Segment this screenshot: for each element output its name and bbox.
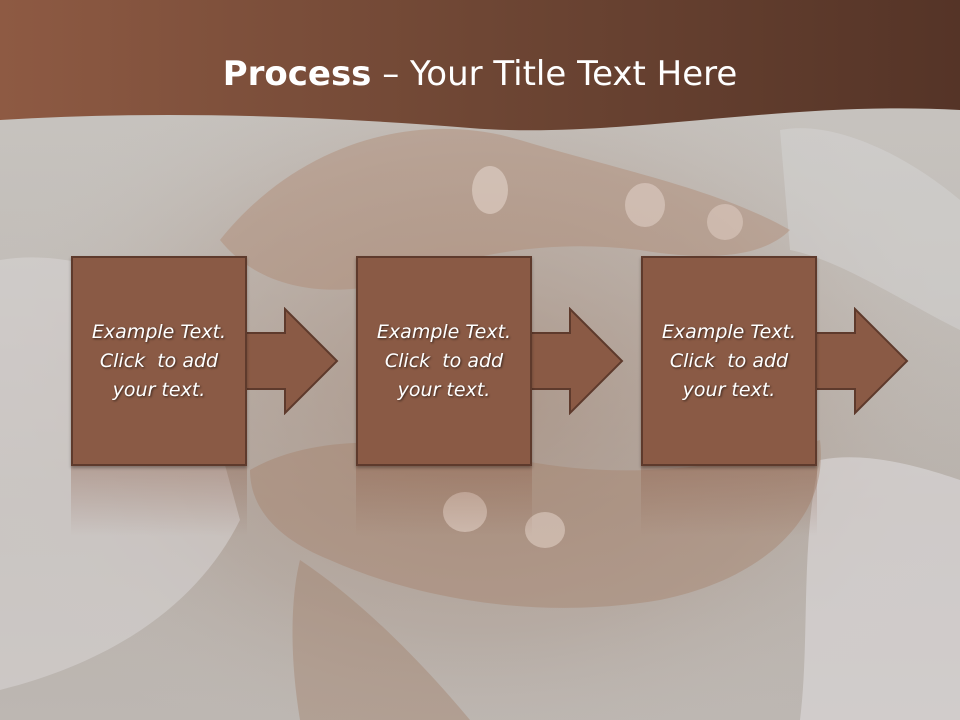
title-rest: – Your Title Text Here [371,54,738,94]
step-1-reflection [71,466,247,536]
step-2-text[interactable]: Example Text. Click to add your text. [358,258,530,464]
process-step-3[interactable]: Example Text. Click to add your text. [641,256,817,466]
header-band [0,0,960,131]
title-bold: Process [222,54,372,94]
step-3-reflection [641,466,817,536]
step-3-line-2: Click to add [669,349,789,372]
step-1-line-1: Example Text. [91,320,227,343]
step-1-line-2: Click to add [99,349,219,372]
step-2-line-2: Click to add [384,349,504,372]
right-arrow-icon [813,307,909,415]
step-3-text[interactable]: Example Text. Click to add your text. [643,258,815,464]
step-2-line-1: Example Text. [376,320,512,343]
step-1-text[interactable]: Example Text. Click to add your text. [73,258,245,464]
step-2-reflection [356,466,532,536]
slide-title[interactable]: Process – Your Title Text Here [0,50,960,98]
step-2-line-3: your text. [397,378,491,401]
step-3-line-1: Example Text. [661,320,797,343]
step-3-line-3: your text. [682,378,776,401]
step-1-line-3: your text. [112,378,206,401]
process-step-2[interactable]: Example Text. Click to add your text. [356,256,532,466]
right-arrow-icon [528,307,624,415]
right-arrow-icon [243,307,339,415]
process-step-1[interactable]: Example Text. Click to add your text. [71,256,247,466]
